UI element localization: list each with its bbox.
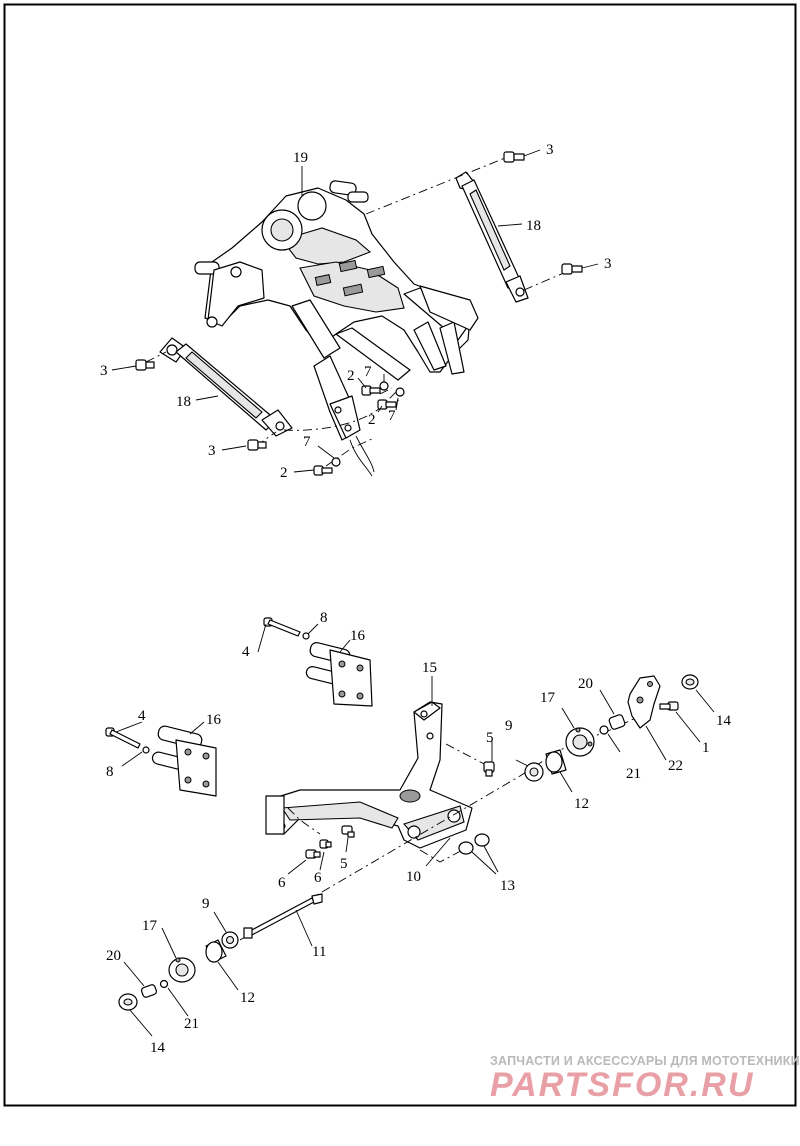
callout-18b: 18: [176, 394, 191, 410]
callout-14a: 14: [716, 713, 732, 729]
bolt-6-b: [319, 839, 332, 849]
bolt-2-c: [313, 457, 341, 476]
watermark: ЗАПЧАСТИ И АКСЕССУАРЫ ДЛЯ МОТОТЕХНИКИ PA…: [490, 1054, 800, 1104]
bushings-13: [458, 833, 490, 855]
callout-10: 10: [406, 869, 421, 885]
diagram-border: [3, 3, 797, 1107]
callout-17b: 17: [142, 918, 158, 934]
upper-assembly: [111, 149, 599, 477]
bolt-3-left: [135, 359, 155, 371]
callout-9a: 9: [505, 718, 513, 734]
cap-14-right: [681, 674, 699, 690]
callout-7c: 7: [303, 434, 311, 450]
bolt-2-a: [361, 381, 389, 396]
callout-13: 13: [500, 878, 515, 894]
bolt-1: [659, 701, 679, 711]
frame-crossmember-19: [194, 180, 479, 477]
bolt-3-top: [503, 151, 525, 163]
callout-7b: 7: [388, 408, 396, 424]
callout-4b: 4: [138, 708, 146, 724]
callout-19: 19: [293, 150, 308, 166]
bolt-6-a: [305, 849, 321, 859]
shock-absorber-right-18: [455, 171, 529, 303]
callout-21b: 21: [184, 1016, 199, 1032]
adjuster-17-left: [168, 957, 196, 983]
callout-3a: 3: [546, 142, 554, 158]
bushing-9-right: [524, 762, 544, 782]
bolt-2-b: [377, 387, 405, 410]
callout-4a: 4: [242, 644, 250, 660]
callout-3c: 3: [100, 363, 108, 379]
long-bolt-4-left: [105, 727, 150, 754]
callout-3d: 3: [208, 443, 216, 459]
callout-22: 22: [668, 758, 683, 774]
watermark-logo: PARTSFOR.RU: [490, 1066, 754, 1104]
callout-6a: 6: [314, 870, 322, 886]
callout-16a: 16: [350, 628, 366, 644]
callout-7a: 7: [364, 364, 372, 380]
callout-8a: 8: [320, 610, 328, 626]
callout-1: 1: [702, 740, 710, 756]
callout-11: 11: [312, 944, 326, 960]
callout-12a: 12: [574, 796, 589, 812]
washer-21-right: [599, 725, 609, 735]
callout-5b: 5: [340, 856, 348, 872]
nut-20-left: [140, 984, 158, 998]
callout-17a: 17: [540, 690, 556, 706]
callout-2c: 2: [280, 465, 288, 481]
callout-2b: 2: [368, 412, 376, 428]
bolt-5-lower: [341, 825, 355, 838]
callout-9b: 9: [202, 896, 210, 912]
callout-14b: 14: [150, 1040, 166, 1056]
callout-16b: 16: [206, 712, 222, 728]
spacer-12-left: [205, 939, 227, 963]
adjuster-17-right: [565, 727, 595, 757]
bushing-9-left: [221, 931, 239, 949]
callout-20a: 20: [578, 676, 593, 692]
shock-absorber-left-18: [159, 337, 293, 437]
bolt-3-mid: [561, 263, 583, 275]
callout-2a: 2: [347, 368, 355, 384]
callout-3b: 3: [604, 256, 612, 272]
callout-5a: 5: [486, 730, 494, 746]
callouts: 19 3 18 3 3 18 3 2 7 2 7 7 2 8 16 4 15 2…: [100, 142, 732, 1056]
callout-21a: 21: [626, 766, 641, 782]
callout-15: 15: [422, 660, 437, 676]
callout-20b: 20: [106, 948, 121, 964]
washer-21-left: [159, 979, 169, 989]
callout-8b: 8: [106, 764, 114, 780]
pivot-frame-15: [265, 701, 473, 849]
callout-18a: 18: [526, 218, 541, 234]
lower-assembly: [105, 617, 715, 1037]
bolt-5-upper: [483, 761, 495, 777]
pivot-shaft-11: [243, 893, 323, 939]
bolt-3-bottom: [247, 439, 267, 451]
bracket-22: [627, 675, 661, 729]
spacer-12-right: [545, 749, 567, 775]
callout-6b: 6: [278, 875, 286, 891]
callout-12b: 12: [240, 990, 255, 1006]
cap-14-left: [118, 993, 138, 1011]
nut-20-right: [608, 714, 626, 730]
mount-bracket-16-left: [151, 725, 217, 797]
watermark-tagline: ЗАПЧАСТИ И АКСЕССУАРЫ ДЛЯ МОТОТЕХНИКИ: [490, 1054, 800, 1068]
mount-bracket-16-right: [305, 642, 373, 707]
